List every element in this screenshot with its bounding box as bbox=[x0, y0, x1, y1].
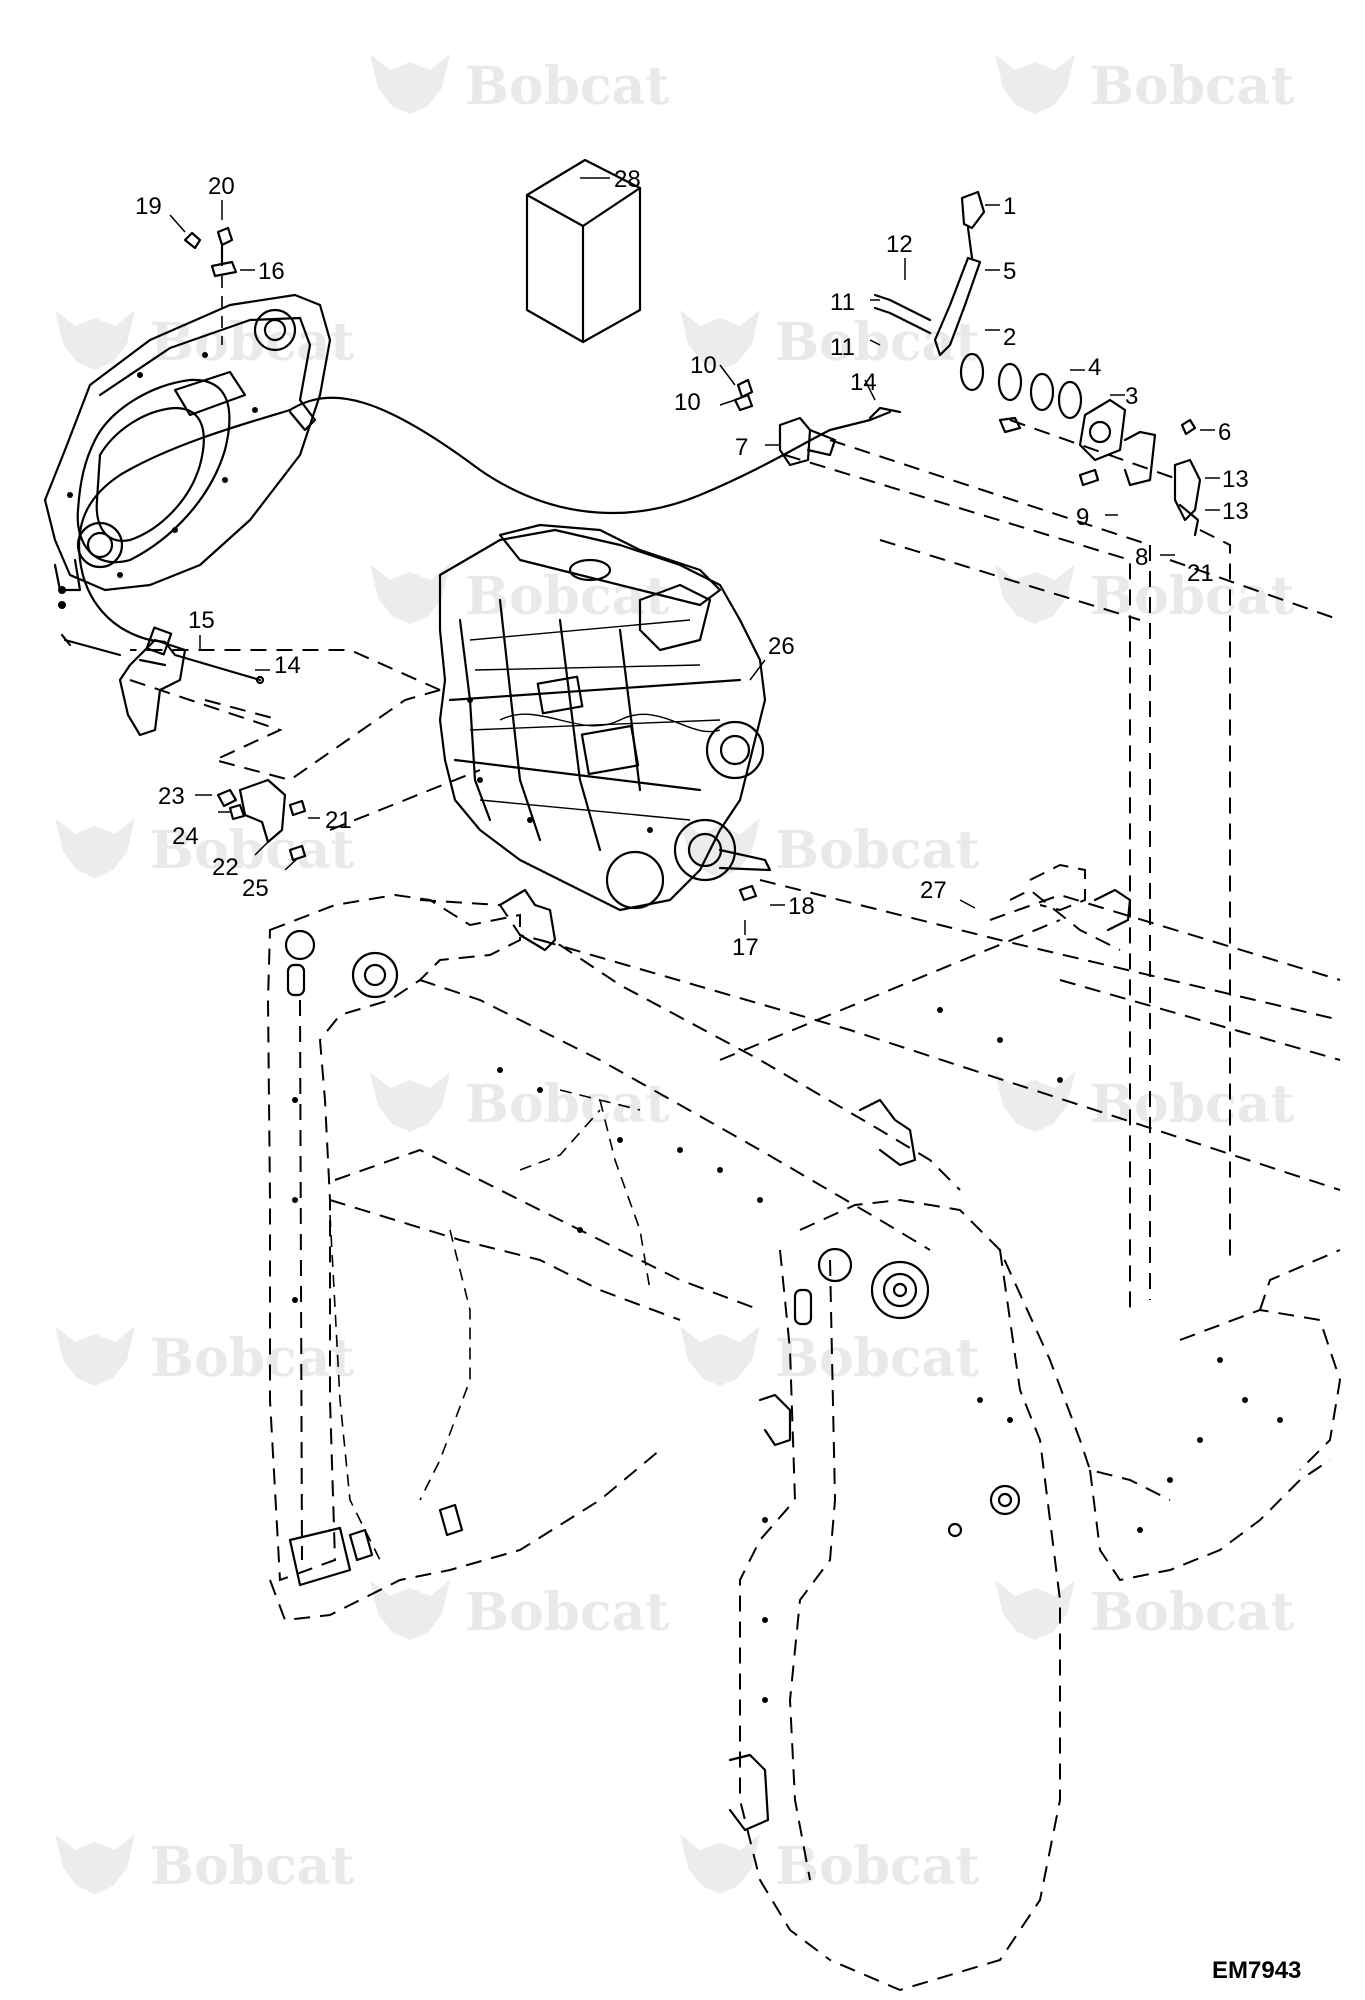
watermark: Bobcat bbox=[370, 1072, 669, 1135]
callout-22: 22 bbox=[212, 854, 239, 881]
watermark-text: Bobcat bbox=[775, 1328, 979, 1389]
callout-24: 24 bbox=[172, 823, 199, 850]
callout-13a: 13 bbox=[1222, 466, 1249, 493]
bobcat-logo-icon bbox=[680, 310, 760, 370]
callout-5: 5 bbox=[1003, 258, 1016, 285]
callout-26: 26 bbox=[768, 633, 795, 660]
bobcat-logo-icon bbox=[370, 564, 450, 624]
bobcat-logo-icon bbox=[680, 1834, 760, 1894]
callout-14a: 14 bbox=[850, 369, 877, 396]
bobcat-logo-icon bbox=[370, 54, 450, 114]
watermark-text: Bobcat bbox=[775, 820, 979, 881]
callout-19: 19 bbox=[135, 193, 162, 220]
watermark: Bobcat bbox=[370, 1580, 669, 1643]
watermark: Bobcat bbox=[995, 1072, 1294, 1135]
watermark-layer: Bobcat Bobcat Bobcat Bobcat Bobcat Bobca… bbox=[55, 54, 1294, 1897]
watermark: Bobcat bbox=[995, 564, 1294, 627]
figure-id: EM7943 bbox=[1212, 1957, 1301, 1984]
bobcat-logo-icon bbox=[370, 1072, 450, 1132]
callout-21a: 21 bbox=[325, 807, 352, 834]
watermark: Bobcat bbox=[680, 1326, 979, 1389]
callout-2: 2 bbox=[1003, 324, 1016, 351]
callout-10a: 10 bbox=[690, 352, 717, 379]
callout-15: 15 bbox=[188, 607, 215, 634]
watermark-text: Bobcat bbox=[465, 566, 669, 627]
callout-3: 3 bbox=[1125, 383, 1138, 410]
callout-6: 6 bbox=[1218, 419, 1231, 446]
part-cable-clamp bbox=[778, 416, 837, 467]
part-throttle-lever bbox=[868, 190, 1202, 537]
watermark: Bobcat bbox=[55, 1326, 354, 1389]
bobcat-logo-icon bbox=[55, 818, 135, 878]
bobcat-logo-icon bbox=[995, 1072, 1075, 1132]
watermark-text: Bobcat bbox=[1090, 1074, 1294, 1135]
bobcat-logo-icon bbox=[995, 1580, 1075, 1640]
watermark-text: Bobcat bbox=[465, 1582, 669, 1643]
callout-7: 7 bbox=[735, 434, 748, 461]
watermark-text: Bobcat bbox=[1090, 566, 1294, 627]
part-box bbox=[525, 158, 642, 344]
part-engine-mount bbox=[216, 778, 307, 862]
callout-17: 17 bbox=[732, 934, 759, 961]
watermark: Bobcat bbox=[680, 1834, 979, 1897]
callout-10b: 10 bbox=[674, 389, 701, 416]
bobcat-logo-icon bbox=[55, 310, 135, 370]
leader-lines bbox=[169, 177, 1220, 935]
part-bolt-stack bbox=[183, 226, 238, 345]
watermark-text: Bobcat bbox=[775, 312, 979, 373]
callout-12: 12 bbox=[886, 231, 913, 258]
watermark: Bobcat bbox=[55, 310, 354, 373]
callout-20: 20 bbox=[208, 173, 235, 200]
part-bell-housing bbox=[43, 293, 332, 609]
bobcat-logo-icon bbox=[370, 1580, 450, 1640]
bobcat-logo-icon bbox=[995, 564, 1075, 624]
callout-labels: 1 2 3 4 5 6 7 8 9 10 10 11 11 12 13 13 1… bbox=[135, 166, 1249, 961]
watermark: Bobcat bbox=[995, 54, 1294, 117]
watermark-text: Bobcat bbox=[150, 1836, 354, 1897]
watermark-text: Bobcat bbox=[465, 56, 669, 117]
watermark: Bobcat bbox=[370, 54, 669, 117]
callout-28: 28 bbox=[614, 166, 641, 193]
watermark: Bobcat bbox=[55, 818, 354, 881]
watermark-text: Bobcat bbox=[1090, 56, 1294, 117]
callout-11b: 11 bbox=[830, 334, 855, 361]
callout-25: 25 bbox=[242, 875, 269, 902]
part-bolt-pair bbox=[733, 378, 754, 412]
watermark: Bobcat bbox=[370, 564, 669, 627]
callout-14b: 14 bbox=[274, 652, 301, 679]
watermark: Bobcat bbox=[680, 310, 979, 373]
watermark-text: Bobcat bbox=[150, 1328, 354, 1389]
callout-23: 23 bbox=[158, 783, 185, 810]
callout-27: 27 bbox=[920, 877, 947, 904]
watermark-text: Bobcat bbox=[775, 1836, 979, 1897]
callout-4: 4 bbox=[1088, 354, 1101, 381]
bobcat-logo-icon bbox=[680, 1326, 760, 1386]
callout-1: 1 bbox=[1003, 193, 1016, 220]
callout-13b: 13 bbox=[1222, 498, 1249, 525]
bobcat-logo-icon bbox=[995, 54, 1075, 114]
part-cable-bracket bbox=[60, 633, 187, 737]
part-machine-frame bbox=[266, 863, 1342, 1992]
watermark-text: Bobcat bbox=[465, 1074, 669, 1135]
part-engine bbox=[438, 523, 772, 912]
projection-lines bbox=[129, 419, 1341, 1310]
watermark-text: Bobcat bbox=[150, 820, 354, 881]
callout-16: 16 bbox=[258, 258, 285, 285]
bobcat-logo-icon bbox=[55, 1834, 135, 1894]
callout-8: 8 bbox=[1135, 544, 1148, 571]
callout-11a: 11 bbox=[830, 289, 855, 316]
callout-9: 9 bbox=[1076, 504, 1089, 531]
watermark: Bobcat bbox=[55, 1834, 354, 1897]
watermark: Bobcat bbox=[680, 818, 979, 881]
callout-18: 18 bbox=[788, 893, 815, 920]
watermark: Bobcat bbox=[995, 1580, 1294, 1643]
watermark-text: Bobcat bbox=[1090, 1582, 1294, 1643]
callout-21b: 21 bbox=[1187, 560, 1214, 587]
bobcat-logo-icon bbox=[55, 1326, 135, 1386]
